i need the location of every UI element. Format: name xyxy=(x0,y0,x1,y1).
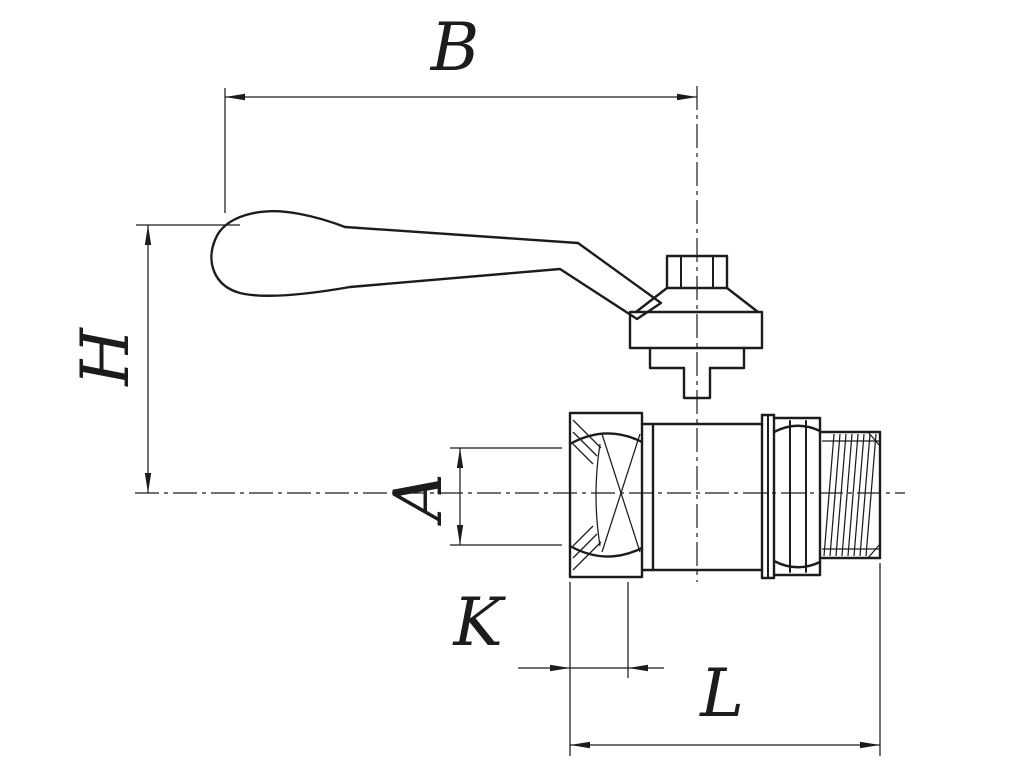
handle-outline xyxy=(210,210,663,321)
thread-end-chamfer-bottom xyxy=(867,543,881,559)
coupling-nut-outline xyxy=(568,411,644,579)
bonnet-band xyxy=(628,310,764,350)
coupling-nut-chamfer-bottom xyxy=(568,544,644,558)
thread-hatching xyxy=(823,433,877,557)
valve-handle-lever xyxy=(210,210,663,321)
bonnet-step xyxy=(648,346,686,370)
dimension-labels: B H A K L xyxy=(67,9,744,732)
hex-chamfer-top xyxy=(772,424,822,434)
hex-chamfer-bottom xyxy=(772,559,822,569)
left-coupling-nut xyxy=(568,411,644,579)
right-hex-section xyxy=(772,416,822,577)
dimension-label-k: K xyxy=(452,584,506,661)
coupling-nut-hatching xyxy=(572,419,602,571)
dimension-label-b: B xyxy=(430,9,480,86)
dimension-label-a: A xyxy=(380,473,457,527)
coupling-nut-thread-cones xyxy=(601,433,641,553)
extension-lines xyxy=(136,88,881,756)
coupling-nut-flat-curve xyxy=(595,443,601,547)
union-ridges xyxy=(760,413,776,580)
bonnet-flare-right xyxy=(725,286,760,314)
male-threaded-end xyxy=(818,430,882,560)
dimension-lines xyxy=(144,93,880,749)
valve-body xyxy=(640,422,764,572)
bonnet-flare-left xyxy=(634,286,669,314)
dimension-label-l: L xyxy=(699,655,744,732)
centerlines xyxy=(135,86,905,582)
stem-shaft xyxy=(682,366,712,400)
stem-and-bonnet xyxy=(628,254,764,400)
bonnet-step-right xyxy=(708,346,746,370)
dimension-label-h: H xyxy=(67,327,144,387)
coupling-nut-chamfer-top xyxy=(568,432,644,446)
